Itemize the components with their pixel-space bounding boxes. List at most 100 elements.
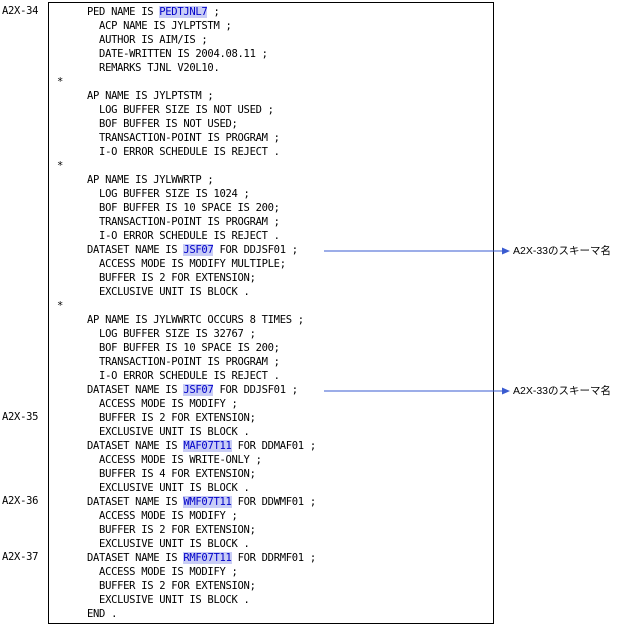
code-line: ACCESS MODE IS MODIFY ;	[87, 509, 238, 523]
code-line: PED NAME IS PEDTJNL7 ;	[87, 5, 220, 19]
code-text: BOF BUFFER IS 10 SPACE IS 200;	[87, 342, 280, 354]
arrowhead-icon	[502, 387, 510, 395]
code-text: *	[57, 300, 64, 312]
code-text: I-O ERROR SCHEDULE IS REJECT .	[87, 146, 280, 158]
highlighted-identifier: MAF07T11	[183, 440, 232, 452]
code-text: FOR DDJSF01 ;	[213, 384, 298, 396]
code-text: DATASET NAME IS	[87, 440, 184, 452]
code-line: I-O ERROR SCHEDULE IS REJECT .	[87, 369, 280, 383]
code-text: BUFFER IS 4 FOR EXTENSION;	[87, 468, 256, 480]
code-text: TRANSACTION-POINT IS PROGRAM ;	[87, 132, 280, 144]
highlighted-identifier: WMF07T11	[183, 496, 232, 508]
code-text: END .	[87, 608, 118, 620]
code-text: BUFFER IS 2 FOR EXTENSION;	[87, 272, 256, 284]
code-line: TRANSACTION-POINT IS PROGRAM ;	[87, 215, 280, 229]
schema-name-annotation: A2X-33のスキーマ名	[513, 385, 612, 397]
code-text: AP NAME IS JYLWWRTP ;	[87, 174, 214, 186]
code-line: EXCLUSIVE UNIT IS BLOCK .	[87, 425, 250, 439]
code-line: REMARKS TJNL V20L10.	[87, 61, 220, 75]
code-text: DATE-WRITTEN IS 2004.08.11 ;	[87, 48, 268, 60]
code-text: I-O ERROR SCHEDULE IS REJECT .	[87, 230, 280, 242]
code-line: END .	[87, 607, 117, 621]
code-text: BUFFER IS 2 FOR EXTENSION;	[87, 580, 256, 592]
code-text: DATASET NAME IS	[87, 384, 184, 396]
code-text: BOF BUFFER IS NOT USED;	[87, 118, 238, 130]
code-line: ACCESS MODE IS MODIFY ;	[87, 397, 238, 411]
code-line: *	[57, 299, 63, 313]
highlighted-identifier: RMF07T11	[183, 552, 232, 564]
code-text: FOR DDWMF01 ;	[231, 496, 317, 508]
code-text: DATASET NAME IS	[87, 496, 184, 508]
code-line: EXCLUSIVE UNIT IS BLOCK .	[87, 285, 250, 299]
highlighted-identifier: JSF07	[183, 244, 214, 256]
code-text: BOF BUFFER IS 10 SPACE IS 200;	[87, 202, 280, 214]
code-text: FOR DDMAF01 ;	[231, 440, 317, 452]
code-line: ACCESS MODE IS MODIFY ;	[87, 565, 238, 579]
code-text: ACCESS MODE IS MODIFY ;	[87, 398, 238, 410]
code-line: *	[57, 159, 63, 173]
arrowhead-icon	[502, 247, 510, 255]
code-line: I-O ERROR SCHEDULE IS REJECT .	[87, 145, 280, 159]
code-line: DATASET NAME IS RMF07T11 FOR DDRMF01 ;	[87, 551, 316, 565]
code-line: AP NAME IS JYLWWRTC OCCURS 8 TIMES ;	[87, 313, 304, 327]
code-text: PED NAME IS	[87, 6, 160, 18]
code-line: AUTHOR IS AIM/IS ;	[87, 33, 208, 47]
code-text: LOG BUFFER SIZE IS 1024 ;	[87, 188, 250, 200]
code-line: TRANSACTION-POINT IS PROGRAM ;	[87, 355, 280, 369]
code-line: *	[57, 75, 63, 89]
code-text: AP NAME IS JYLPTSTM ;	[87, 90, 214, 102]
code-line: BUFFER IS 2 FOR EXTENSION;	[87, 523, 256, 537]
code-listing-box: PED NAME IS PEDTJNL7 ; ACP NAME IS JYLPT…	[48, 2, 494, 624]
label-a2x-37: A2X-37	[2, 551, 39, 563]
code-line: BOF BUFFER IS 10 SPACE IS 200;	[87, 201, 280, 215]
code-line: ACCESS MODE IS MODIFY MULTIPLE;	[87, 257, 286, 271]
code-line: EXCLUSIVE UNIT IS BLOCK .	[87, 593, 250, 607]
code-line: EXCLUSIVE UNIT IS BLOCK .	[87, 481, 250, 495]
code-text: AP NAME IS JYLWWRTC OCCURS 8 TIMES ;	[87, 314, 304, 326]
code-line: BUFFER IS 2 FOR EXTENSION;	[87, 579, 256, 593]
code-text: LOG BUFFER SIZE IS NOT USED ;	[87, 104, 274, 116]
highlighted-identifier: JSF07	[183, 384, 214, 396]
code-line: DATASET NAME IS WMF07T11 FOR DDWMF01 ;	[87, 495, 316, 509]
code-line: LOG BUFFER SIZE IS NOT USED ;	[87, 103, 274, 117]
code-text: EXCLUSIVE UNIT IS BLOCK .	[87, 594, 250, 606]
code-text: EXCLUSIVE UNIT IS BLOCK .	[87, 286, 250, 298]
code-line: DATE-WRITTEN IS 2004.08.11 ;	[87, 47, 268, 61]
code-line: BUFFER IS 2 FOR EXTENSION;	[87, 411, 256, 425]
code-line: BOF BUFFER IS 10 SPACE IS 200;	[87, 341, 280, 355]
code-line: DATASET NAME IS MAF07T11 FOR DDMAF01 ;	[87, 439, 316, 453]
code-text: ACCESS MODE IS MODIFY ;	[87, 566, 238, 578]
code-line: DATASET NAME IS JSF07 FOR DDJSF01 ;	[87, 383, 298, 397]
code-line: LOG BUFFER SIZE IS 1024 ;	[87, 187, 250, 201]
code-text: ACCESS MODE IS MODIFY ;	[87, 510, 238, 522]
code-line: LOG BUFFER SIZE IS 32767 ;	[87, 327, 256, 341]
code-text: AUTHOR IS AIM/IS ;	[87, 34, 208, 46]
code-text: ;	[207, 6, 220, 18]
code-text: *	[57, 76, 64, 88]
code-text: EXCLUSIVE UNIT IS BLOCK .	[87, 426, 250, 438]
code-text: EXCLUSIVE UNIT IS BLOCK .	[87, 482, 250, 494]
code-text: LOG BUFFER SIZE IS 32767 ;	[87, 328, 256, 340]
code-text: ACP NAME IS JYLPTSTM ;	[87, 20, 232, 32]
code-text: ACCESS MODE IS MODIFY MULTIPLE;	[87, 258, 286, 270]
code-text: BUFFER IS 2 FOR EXTENSION;	[87, 524, 256, 536]
label-a2x-34: A2X-34	[2, 5, 39, 17]
code-text: TRANSACTION-POINT IS PROGRAM ;	[87, 356, 280, 368]
code-line: ACP NAME IS JYLPTSTM ;	[87, 19, 232, 33]
code-text: DATASET NAME IS	[87, 244, 184, 256]
code-line: BUFFER IS 4 FOR EXTENSION;	[87, 467, 256, 481]
code-text: FOR DDJSF01 ;	[213, 244, 298, 256]
schema-name-annotation: A2X-33のスキーマ名	[513, 245, 612, 257]
code-line: EXCLUSIVE UNIT IS BLOCK .	[87, 537, 250, 551]
code-line: AP NAME IS JYLWWRTP ;	[87, 173, 214, 187]
code-text: TRANSACTION-POINT IS PROGRAM ;	[87, 216, 280, 228]
label-a2x-35: A2X-35	[2, 411, 39, 423]
code-text: REMARKS TJNL V20L10.	[87, 62, 220, 74]
code-line: DATASET NAME IS JSF07 FOR DDJSF01 ;	[87, 243, 298, 257]
code-text: *	[57, 160, 64, 172]
code-line: BUFFER IS 2 FOR EXTENSION;	[87, 271, 256, 285]
code-text: ACCESS MODE IS WRITE-ONLY ;	[87, 454, 262, 466]
highlighted-identifier: PEDTJNL7	[159, 6, 208, 18]
code-text: DATASET NAME IS	[87, 552, 184, 564]
